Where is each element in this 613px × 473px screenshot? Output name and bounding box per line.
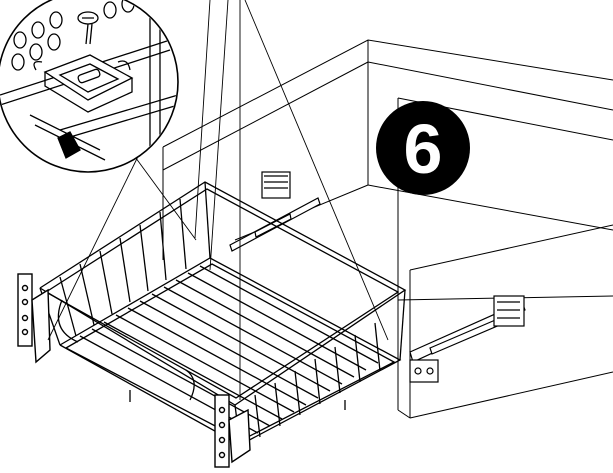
telescopic-runner — [229, 171, 526, 383]
detail-callout — [0, 0, 179, 173]
cabinet-outline — [162, 39, 613, 419]
panel-holes — [11, 0, 135, 71]
step-number-label: 6 — [404, 110, 443, 188]
screw-icon — [77, 11, 99, 45]
wire-basket — [39, 181, 407, 446]
callout-leaders — [47, 0, 389, 400]
right-rail-bracket — [214, 394, 251, 468]
latch-clip — [33, 54, 134, 113]
left-rail-bracket — [17, 273, 51, 364]
step-number-badge: 6 — [376, 101, 470, 195]
